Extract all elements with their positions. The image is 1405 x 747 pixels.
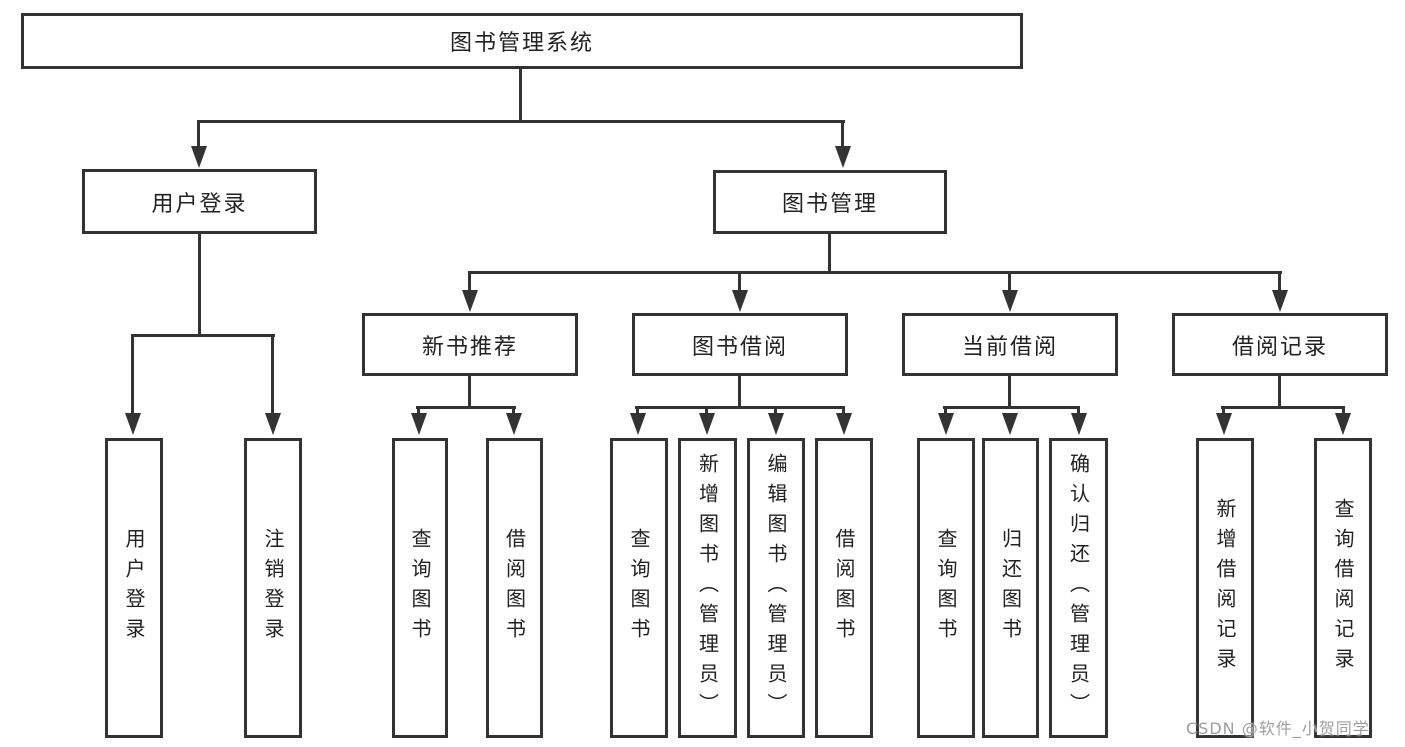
node-label: 图书管理 (781, 192, 878, 217)
arrowhead-icon (768, 413, 784, 435)
leaf-query-books-borrow: 查询图书 (610, 438, 668, 738)
leaf-label: 借阅图书 (502, 528, 527, 648)
leaf-return-books: 归还图书 (982, 438, 1039, 738)
node-current-borrowing: 当前借阅 (902, 313, 1118, 376)
arrowhead-icon (1071, 413, 1087, 435)
leaf-label: 查询图书 (934, 528, 958, 648)
leaf-label: 查询图书 (627, 528, 651, 648)
connector-line (635, 406, 845, 409)
arrowhead-icon (1002, 413, 1018, 435)
arrowhead-icon (1272, 290, 1288, 312)
arrowhead-icon (1002, 290, 1018, 312)
node-label: 当前借阅 (961, 334, 1058, 360)
leaf-borrow-books: 借阅图书 (815, 438, 873, 738)
connector-line (1221, 406, 1345, 409)
connector-line (842, 406, 845, 418)
arrowhead-icon (835, 146, 851, 168)
node-library-management-system: 图书管理系统 (21, 13, 1023, 69)
leaf-label: 新增借阅记录 (1213, 498, 1237, 678)
connector-line (131, 334, 275, 337)
leaf-borrow-books-recommend: 借阅图书 (486, 438, 543, 738)
leaf-label: 注销登录 (261, 528, 285, 648)
leaf-logout: 注销登录 (244, 438, 302, 738)
connector-line (1077, 406, 1080, 418)
connector-line (828, 234, 831, 274)
leaf-query-borrow-record: 查询借阅记录 (1314, 438, 1372, 738)
leaf-edit-books-admin: 编辑图书（管理员） (747, 438, 805, 738)
leaf-label: 用户登录 (122, 528, 146, 648)
connector-line (468, 271, 471, 292)
connector-line (944, 406, 947, 418)
arrowhead-icon (938, 413, 954, 435)
connector-line (705, 406, 708, 418)
connector-line (519, 68, 522, 121)
arrowhead-icon (699, 413, 715, 435)
node-label: 图书借阅 (691, 334, 788, 360)
arrowhead-icon (506, 413, 522, 435)
arrowhead-icon (191, 146, 207, 168)
connector-line (197, 120, 845, 123)
leaf-confirm-return-admin: 确认归还（管理员） (1049, 438, 1108, 738)
arrowhead-icon (411, 413, 427, 435)
connector-line (774, 406, 777, 418)
node-new-book-recommendation: 新书推荐 (362, 313, 578, 376)
connector-line (468, 271, 1282, 274)
connector-line (416, 406, 516, 409)
connector-line (197, 120, 200, 150)
leaf-label: 归还图书 (998, 528, 1023, 648)
connector-line (841, 120, 844, 150)
arrowhead-icon (732, 290, 748, 312)
arrowhead-icon (125, 413, 141, 435)
leaf-label: 确认归还（管理员） (1066, 453, 1091, 723)
connector-line (738, 271, 741, 292)
node-label: 图书管理系统 (449, 31, 594, 56)
leaf-label: 编辑图书（管理员） (764, 453, 788, 723)
node-borrowing-records: 借阅记录 (1172, 313, 1388, 376)
connector-line (1342, 406, 1345, 418)
connector-line (1278, 376, 1281, 409)
connector-line (198, 233, 201, 337)
node-label: 借阅记录 (1231, 334, 1328, 360)
leaf-label: 查询图书 (408, 528, 432, 648)
connector-line (738, 376, 741, 409)
arrowhead-icon (630, 413, 646, 435)
leaf-label: 新增图书（管理员） (695, 453, 720, 723)
csdn-watermark: CSDN @软件_小贺同学 (1186, 719, 1370, 738)
connector-line (943, 406, 1080, 409)
node-book-management: 图书管理 (713, 170, 947, 234)
connector-line (468, 376, 471, 409)
leaf-label: 借阅图书 (832, 528, 856, 648)
connector-line (512, 406, 515, 418)
leaf-add-books-admin: 新增图书（管理员） (678, 438, 737, 738)
leaf-add-borrow-record: 新增借阅记录 (1196, 438, 1254, 738)
connector-line (1008, 271, 1011, 292)
node-book-borrowing: 图书借阅 (632, 313, 848, 376)
leaf-label: 查询借阅记录 (1331, 498, 1355, 678)
connector-line (417, 406, 420, 418)
connector-line (271, 334, 274, 416)
arrowhead-icon (836, 413, 852, 435)
leaf-query-books-recommend: 查询图书 (392, 438, 448, 738)
connector-line (1222, 406, 1225, 418)
node-label: 用户登录 (151, 191, 248, 217)
arrowhead-icon (265, 413, 281, 435)
leaf-user-login: 用户登录 (105, 438, 163, 738)
node-user-login: 用户登录 (82, 169, 317, 234)
connector-line (131, 334, 134, 416)
connector-line (636, 406, 639, 418)
node-label: 新书推荐 (421, 334, 518, 360)
arrowhead-icon (462, 290, 478, 312)
connector-line (1008, 376, 1011, 409)
arrowhead-icon (1216, 413, 1232, 435)
leaf-query-books-current: 查询图书 (917, 438, 975, 738)
arrowhead-icon (1335, 413, 1351, 435)
connector-line (1278, 271, 1281, 292)
